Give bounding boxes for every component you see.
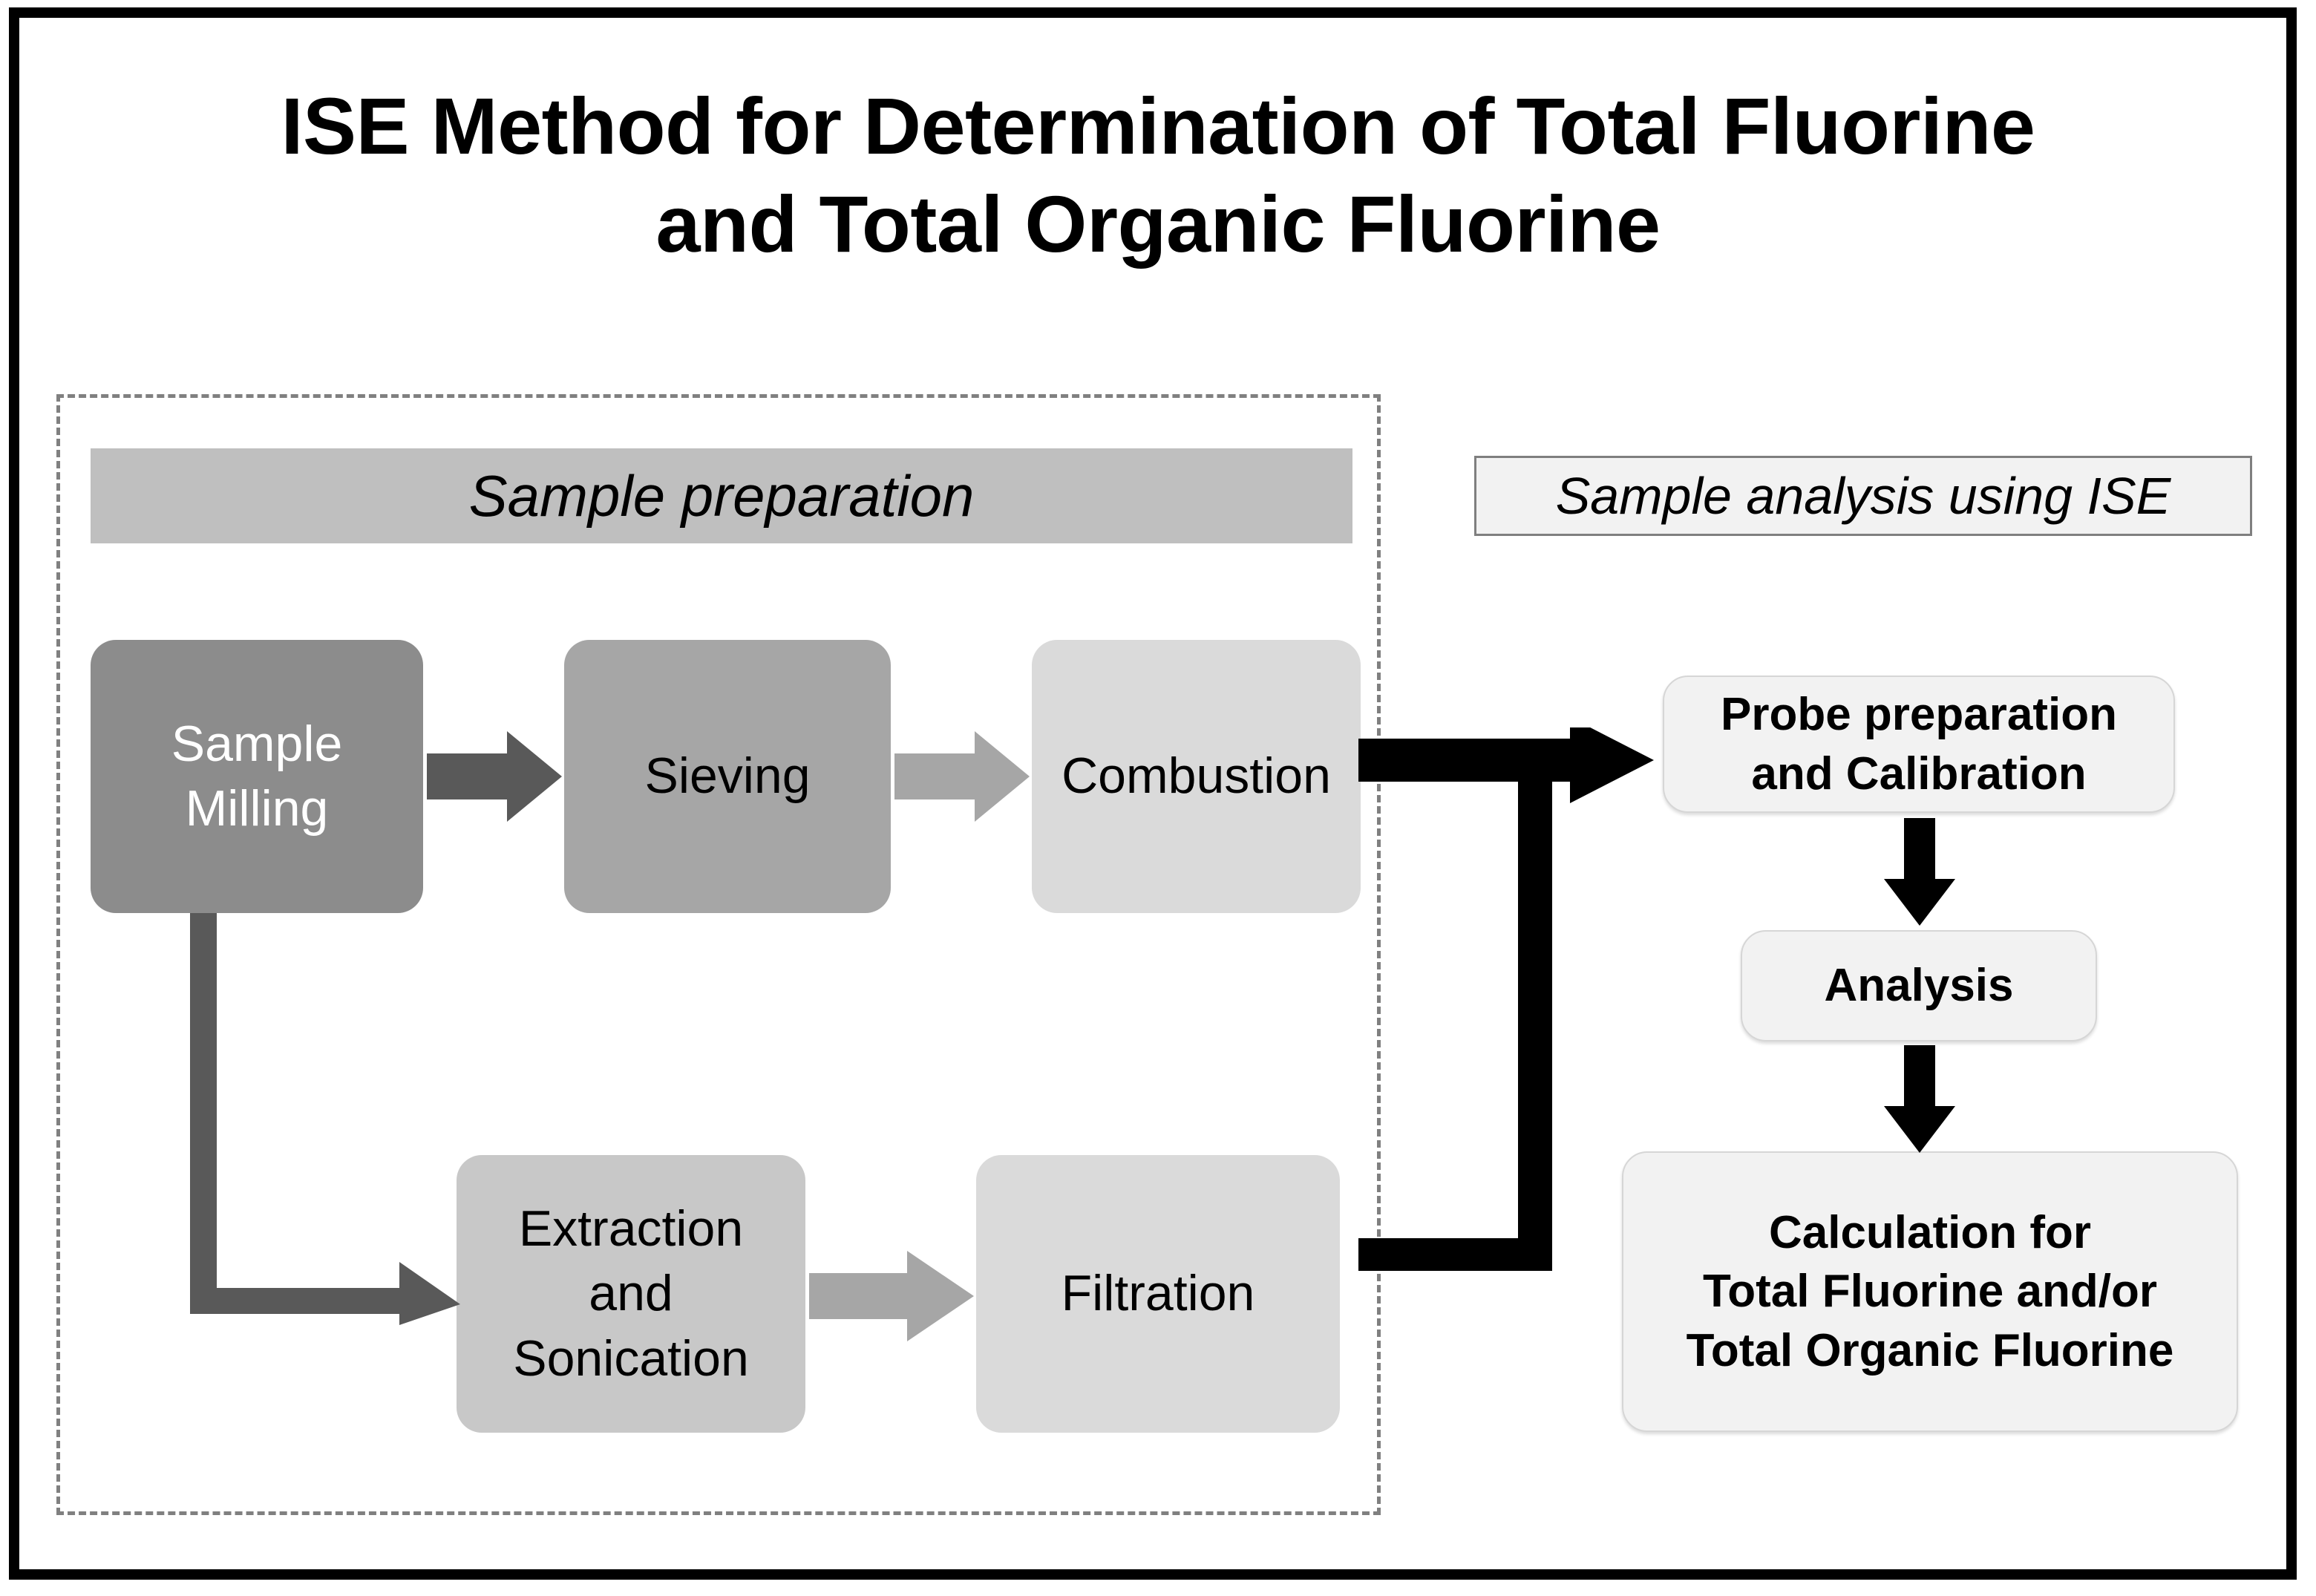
process-box-sample-milling[interactable]: Sample Milling xyxy=(91,640,423,913)
process-box-analysis[interactable]: Analysis xyxy=(1741,930,2097,1041)
arrow-sieving-to-combustion xyxy=(894,731,1030,822)
extraction-line-3: Sonication xyxy=(513,1330,749,1387)
arrow-extraction-to-filtration xyxy=(809,1251,974,1341)
arrow-analysis-to-calculation xyxy=(1884,1045,1955,1153)
probe-line-1: Probe preparation xyxy=(1721,689,2117,741)
probe-line-2: and Calibration xyxy=(1751,748,2087,799)
sample-milling-line-2: Milling xyxy=(185,780,329,837)
outer-frame-border xyxy=(9,7,2297,1580)
right-block-arrow-icon xyxy=(809,1251,974,1341)
page-title: ISE Method for Determination of Total Fl… xyxy=(0,77,2316,273)
calculation-line-1: Calculation for xyxy=(1768,1206,2091,1258)
sample-milling-line-1: Sample xyxy=(171,715,343,772)
analysis-label: Analysis xyxy=(1824,960,2014,1012)
sample-preparation-region xyxy=(56,394,1381,1515)
right-block-arrow-icon xyxy=(427,731,562,822)
process-box-filtration[interactable]: Filtration xyxy=(976,1155,1340,1433)
down-block-arrow-icon xyxy=(1884,818,1955,926)
page-title-line-1: ISE Method for Determination of Total Fl… xyxy=(281,81,2035,171)
calculation-label: Calculation for Total Fluorine and/or To… xyxy=(1687,1203,2174,1380)
arrow-milling-to-sieving xyxy=(427,731,562,822)
sample-milling-label: Sample Milling xyxy=(171,712,343,841)
extraction-line-2: and xyxy=(589,1265,673,1322)
process-box-extraction-sonication[interactable]: Extraction and Sonication xyxy=(457,1155,805,1433)
extraction-label: Extraction and Sonication xyxy=(513,1197,749,1390)
extraction-line-1: Extraction xyxy=(518,1200,744,1257)
process-box-combustion[interactable]: Combustion xyxy=(1032,640,1361,913)
combustion-label: Combustion xyxy=(1062,748,1331,805)
arrow-probe-to-analysis xyxy=(1884,818,1955,926)
page-title-line-2: and Total Organic Fluorine xyxy=(655,178,1661,269)
right-block-arrow-icon xyxy=(894,731,1030,822)
thick-black-connector-icon xyxy=(1358,727,1654,1271)
down-block-arrow-icon xyxy=(1884,1045,1955,1153)
sample-preparation-header: Sample preparation xyxy=(91,448,1352,543)
probe-label: Probe preparation and Calibration xyxy=(1721,685,2117,803)
filtration-label: Filtration xyxy=(1061,1265,1255,1322)
arrow-combustion-filtration-to-probe xyxy=(1358,727,1663,1314)
sample-analysis-header: Sample analysis using ISE xyxy=(1474,456,2252,536)
arrow-milling-to-extraction xyxy=(177,913,474,1325)
sieving-label: Sieving xyxy=(644,748,811,805)
process-box-calculation[interactable]: Calculation for Total Fluorine and/or To… xyxy=(1622,1151,2238,1432)
calculation-line-2: Total Fluorine and/or xyxy=(1703,1266,2157,1318)
calculation-line-3: Total Organic Fluorine xyxy=(1686,1324,2174,1376)
process-box-sieving[interactable]: Sieving xyxy=(564,640,891,913)
elbow-down-right-arrow-icon xyxy=(190,913,460,1325)
process-box-probe-preparation[interactable]: Probe preparation and Calibration xyxy=(1663,676,2175,813)
